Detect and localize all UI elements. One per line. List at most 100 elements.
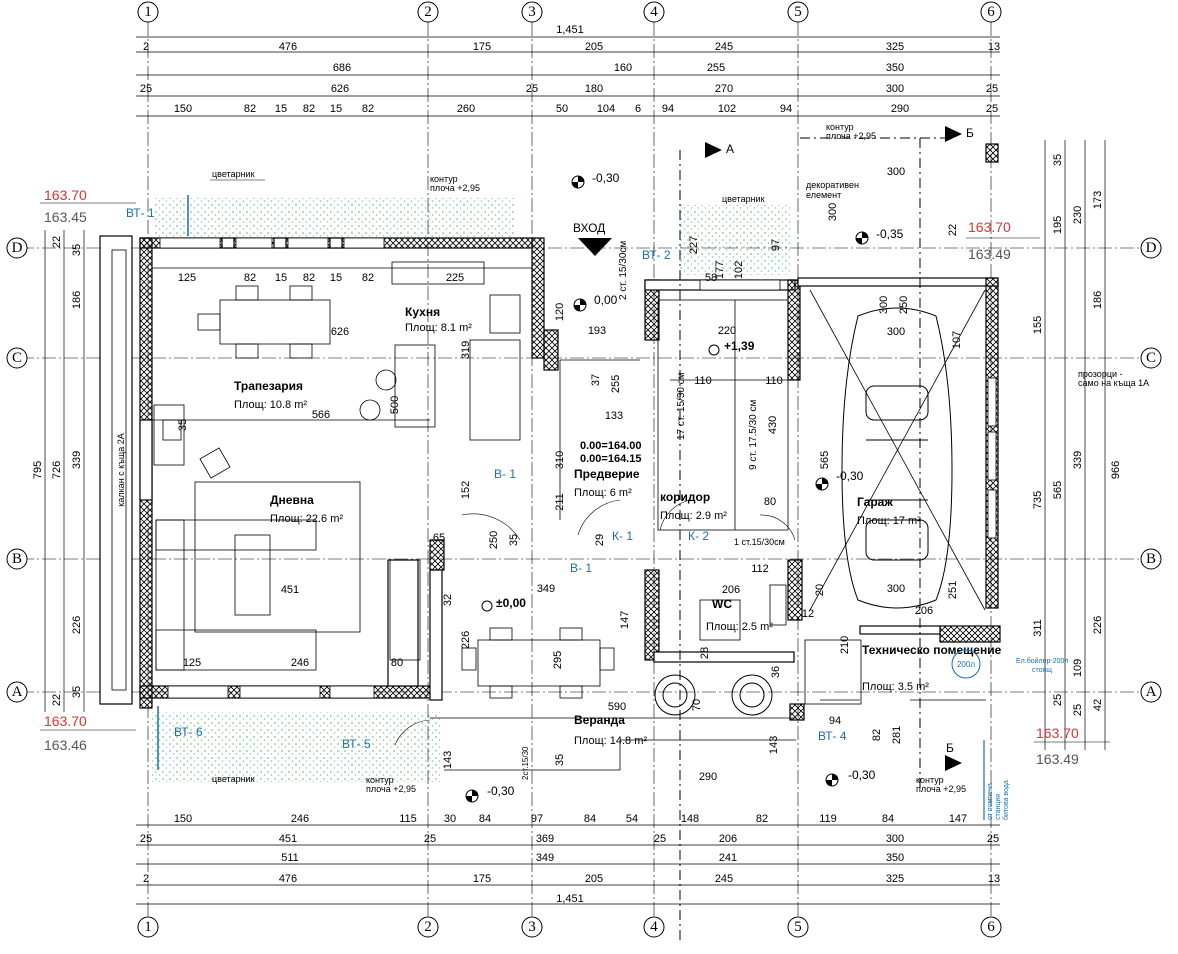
svg-text:155: 155 — [1032, 316, 1044, 334]
svg-text:ВТ- 2: ВТ- 2 — [642, 248, 671, 262]
svg-text:148: 148 — [681, 813, 699, 825]
top-dimensions — [136, 36, 1000, 117]
svg-text:339: 339 — [71, 451, 83, 469]
svg-text:125: 125 — [183, 657, 201, 669]
svg-text:ВТ- 4: ВТ- 4 — [818, 729, 847, 743]
svg-text:C: C — [12, 350, 22, 366]
svg-text:565: 565 — [1052, 481, 1064, 499]
svg-text:Ел.бойлер-200л: Ел.бойлер-200л — [1016, 657, 1068, 665]
svg-text:300: 300 — [878, 296, 890, 314]
svg-text:281: 281 — [891, 726, 903, 744]
svg-text:35: 35 — [71, 686, 83, 698]
svg-text:-0,30: -0,30 — [836, 469, 864, 483]
svg-text:173: 173 — [1092, 191, 1104, 209]
svg-text:143: 143 — [442, 751, 454, 769]
svg-text:35: 35 — [1052, 154, 1064, 166]
svg-text:плоча +2,95: плоча +2,95 — [826, 131, 876, 141]
svg-text:430: 430 — [767, 416, 779, 434]
svg-text:94: 94 — [780, 103, 792, 115]
armchair-icon — [654, 674, 773, 716]
svg-text:150: 150 — [174, 103, 192, 115]
svg-text:C: C — [1146, 350, 1156, 366]
bottom-dimensions — [136, 824, 1000, 905]
svg-text:226: 226 — [460, 631, 472, 649]
svg-text:250: 250 — [488, 531, 500, 549]
svg-text:245: 245 — [715, 41, 733, 53]
section-arrows: А Б Б — [578, 126, 974, 771]
svg-text:107: 107 — [951, 331, 963, 349]
svg-text:193: 193 — [588, 325, 606, 337]
svg-text:795: 795 — [32, 461, 44, 479]
svg-text:626: 626 — [331, 83, 349, 95]
svg-text:476: 476 — [279, 41, 297, 53]
svg-text:339: 339 — [1072, 451, 1084, 469]
svg-text:0,00: 0,00 — [594, 293, 618, 307]
svg-text:476: 476 — [279, 873, 297, 885]
svg-text:163.45: 163.45 — [44, 209, 87, 225]
svg-text:163.70: 163.70 — [44, 187, 87, 203]
svg-text:стоящ: стоящ — [1032, 667, 1052, 674]
svg-text:35: 35 — [71, 244, 83, 256]
svg-text:17 ст. 15/30 см: 17 ст. 15/30 см — [676, 372, 687, 440]
svg-text:180: 180 — [585, 83, 603, 95]
svg-text:A: A — [12, 684, 23, 700]
left-dimensions — [44, 230, 85, 712]
svg-text:82: 82 — [244, 103, 256, 115]
svg-text:декоративен: декоративен — [806, 180, 859, 190]
svg-text:коридор: коридор — [660, 490, 710, 504]
svg-text:2: 2 — [424, 919, 432, 935]
svg-text:ВХОД: ВХОД — [573, 221, 605, 235]
windows — [159, 237, 997, 699]
svg-text:35: 35 — [508, 534, 520, 546]
svg-text:163.70: 163.70 — [1036, 725, 1079, 741]
svg-text:25: 25 — [140, 83, 152, 95]
interior-lines — [152, 261, 986, 771]
axis-markers-left: D C B A — [6, 237, 28, 703]
svg-text:102: 102 — [718, 103, 736, 115]
svg-text:143: 143 — [768, 736, 780, 754]
svg-text:6: 6 — [987, 919, 995, 935]
svg-text:30: 30 — [444, 813, 456, 825]
svg-text:К- 2: К- 2 — [688, 529, 709, 543]
svg-text:147: 147 — [949, 813, 967, 825]
svg-text:325: 325 — [886, 41, 904, 53]
svg-text:28: 28 — [699, 647, 711, 659]
svg-text:246: 246 — [291, 813, 309, 825]
svg-text:80: 80 — [391, 657, 403, 669]
svg-text:22: 22 — [51, 694, 63, 706]
svg-text:1: 1 — [144, 4, 152, 20]
svg-text:0.00=164.00: 0.00=164.00 — [580, 440, 641, 452]
svg-text:цветарник: цветарник — [212, 774, 255, 784]
svg-text:227: 227 — [688, 236, 700, 254]
svg-text:260: 260 — [457, 103, 475, 115]
svg-text:97: 97 — [770, 239, 782, 251]
svg-text:84: 84 — [882, 813, 894, 825]
svg-text:К- 1: К- 1 — [612, 529, 633, 543]
svg-text:160: 160 — [614, 62, 632, 74]
interior-dims: 125 82 15 82 15 82 225 626 566 319 500 1… — [177, 166, 963, 783]
svg-text:152: 152 — [460, 481, 472, 499]
svg-text:163.46: 163.46 — [44, 737, 87, 753]
svg-text:966: 966 — [1110, 461, 1122, 479]
svg-text:Площ: 2.5 m²: Площ: 2.5 m² — [706, 621, 773, 633]
svg-text:ВТ- 1: ВТ- 1 — [126, 206, 155, 220]
svg-text:565: 565 — [819, 451, 831, 469]
svg-text:110: 110 — [694, 375, 712, 387]
svg-text:2ст.15/30: 2ст.15/30 — [521, 746, 530, 780]
svg-text:50: 50 — [556, 103, 568, 115]
svg-text:битова вода: битова вода — [1002, 780, 1010, 820]
svg-text:А: А — [726, 142, 734, 156]
svg-text:плоча +2,95: плоча +2,95 — [430, 183, 480, 193]
svg-text:25: 25 — [424, 833, 436, 845]
svg-text:32: 32 — [442, 594, 454, 606]
svg-text:контур: контур — [430, 174, 458, 184]
svg-text:109: 109 — [1072, 659, 1084, 677]
svg-text:A: A — [1146, 684, 1157, 700]
svg-text:226: 226 — [71, 616, 83, 634]
svg-text:82: 82 — [303, 103, 315, 115]
svg-text:206: 206 — [719, 833, 737, 845]
svg-text:25: 25 — [1052, 694, 1064, 706]
svg-text:119: 119 — [819, 813, 837, 825]
svg-text:511: 511 — [281, 852, 299, 864]
svg-text:Площ: 14.8 m²: Площ: 14.8 m² — [574, 735, 647, 747]
